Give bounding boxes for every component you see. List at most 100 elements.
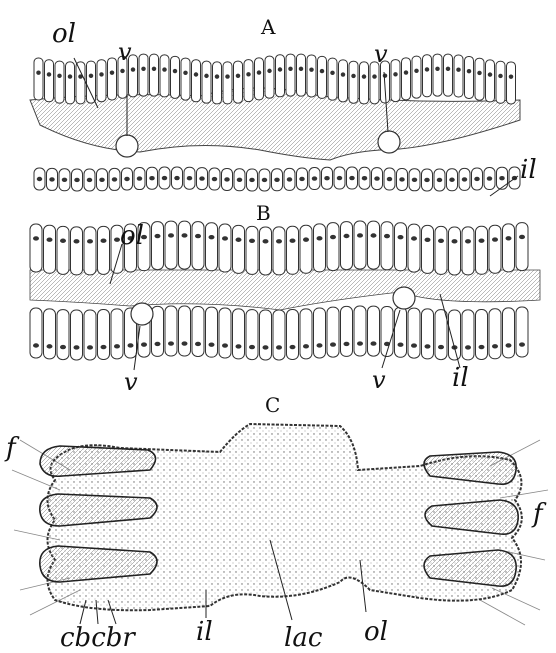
epithelial-cell xyxy=(300,225,312,273)
cell-nucleus xyxy=(371,233,377,237)
cell-nucleus xyxy=(276,345,282,349)
cell-nucleus xyxy=(393,72,398,76)
cell-nucleus xyxy=(487,176,493,180)
cell-nucleus xyxy=(222,343,228,347)
panel-b-label-il: il xyxy=(452,363,469,393)
epithelial-cell xyxy=(318,56,327,98)
epithelial-cell xyxy=(368,221,380,269)
cell-nucleus xyxy=(249,239,255,243)
epithelial-cell xyxy=(349,61,358,103)
panel-b-label-v2: v xyxy=(372,366,386,394)
epithelial-cell xyxy=(503,308,515,358)
epithelial-cell xyxy=(165,306,177,356)
cell-nucleus xyxy=(414,69,419,73)
cell-nucleus xyxy=(465,345,471,349)
cell-nucleus xyxy=(398,235,404,239)
panel-c-label-ol: ol xyxy=(364,617,388,647)
cell-nucleus xyxy=(124,177,130,181)
epithelial-cell xyxy=(160,55,169,97)
epithelial-cell xyxy=(171,56,180,98)
epithelial-cell xyxy=(449,310,461,360)
cell-nucleus xyxy=(412,178,418,182)
cell-nucleus xyxy=(437,178,443,182)
cell-nucleus xyxy=(287,177,293,181)
epithelial-cell xyxy=(97,60,106,102)
epithelial-cell xyxy=(44,225,56,273)
cell-nucleus xyxy=(506,236,512,240)
epithelial-cell xyxy=(108,58,117,100)
epithelial-cell xyxy=(84,310,96,360)
cell-nucleus xyxy=(37,177,43,181)
epithelial-cell xyxy=(30,308,42,358)
panel-a-vessel-right xyxy=(378,131,400,153)
cell-nucleus xyxy=(288,67,293,71)
epithelial-cell xyxy=(435,226,447,274)
cell-nucleus xyxy=(60,345,66,349)
cell-nucleus xyxy=(446,67,451,71)
epithelial-cell xyxy=(34,58,43,100)
cell-nucleus xyxy=(362,176,368,180)
cell-nucleus xyxy=(383,74,388,78)
cell-nucleus xyxy=(425,238,431,242)
panel-b-outer-epithelium xyxy=(30,221,528,275)
cell-nucleus xyxy=(425,67,430,71)
cell-nucleus xyxy=(492,237,498,241)
epithelial-cell xyxy=(206,307,218,357)
cell-nucleus xyxy=(452,239,458,243)
epithelial-cell xyxy=(433,54,442,96)
cell-nucleus xyxy=(215,74,220,78)
cell-nucleus xyxy=(87,239,93,243)
epithelial-cell xyxy=(273,227,285,275)
cell-nucleus xyxy=(62,178,68,182)
cell-nucleus xyxy=(152,67,157,71)
epithelial-cell xyxy=(66,62,75,104)
cell-nucleus xyxy=(330,71,335,75)
cell-nucleus xyxy=(299,177,305,181)
cell-nucleus xyxy=(387,177,393,181)
panel-a-label-il: il xyxy=(520,155,537,185)
cell-nucleus xyxy=(149,176,155,180)
cell-nucleus xyxy=(182,341,188,345)
epithelial-cell xyxy=(475,58,484,100)
panel-a-vessel-left xyxy=(116,135,138,157)
epithelial-cell xyxy=(339,60,348,102)
cell-nucleus xyxy=(155,234,161,238)
cell-nucleus xyxy=(467,69,472,73)
epithelial-cell xyxy=(244,60,253,102)
cell-nucleus xyxy=(183,71,188,75)
epithelial-cell xyxy=(152,222,164,270)
cell-nucleus xyxy=(47,238,53,242)
cell-nucleus xyxy=(519,235,525,239)
cell-nucleus xyxy=(195,234,201,238)
cell-nucleus xyxy=(47,72,52,76)
epithelial-cell xyxy=(223,62,232,104)
epithelial-cell xyxy=(314,308,326,358)
epithelial-cell xyxy=(206,223,218,271)
epithelial-cell xyxy=(422,309,434,359)
cell-nucleus xyxy=(249,345,255,349)
epithelial-cell xyxy=(360,62,369,104)
panel-c-left-folds xyxy=(40,446,157,582)
epithelial-cell xyxy=(449,227,461,275)
cell-nucleus xyxy=(474,177,480,181)
panel-b-vessel-left xyxy=(131,303,153,325)
cell-nucleus xyxy=(194,72,199,76)
cell-nucleus xyxy=(262,178,268,182)
epithelial-cell xyxy=(246,226,258,274)
cell-nucleus xyxy=(224,177,230,181)
epithelial-cell xyxy=(395,223,407,271)
cell-nucleus xyxy=(128,343,134,347)
cell-nucleus xyxy=(344,342,350,346)
cell-nucleus xyxy=(317,236,323,240)
epithelial-cell xyxy=(381,306,393,356)
panel-label-a: A xyxy=(260,15,276,39)
epithelial-cell xyxy=(57,226,69,274)
panel-label-c: C xyxy=(265,393,280,417)
cell-nucleus xyxy=(274,178,280,182)
panel-a-label-v1: v xyxy=(118,38,132,66)
epithelial-cell xyxy=(327,307,339,357)
epithelial-cell xyxy=(476,310,488,360)
epithelial-cell xyxy=(408,224,420,272)
cell-nucleus xyxy=(435,67,440,71)
